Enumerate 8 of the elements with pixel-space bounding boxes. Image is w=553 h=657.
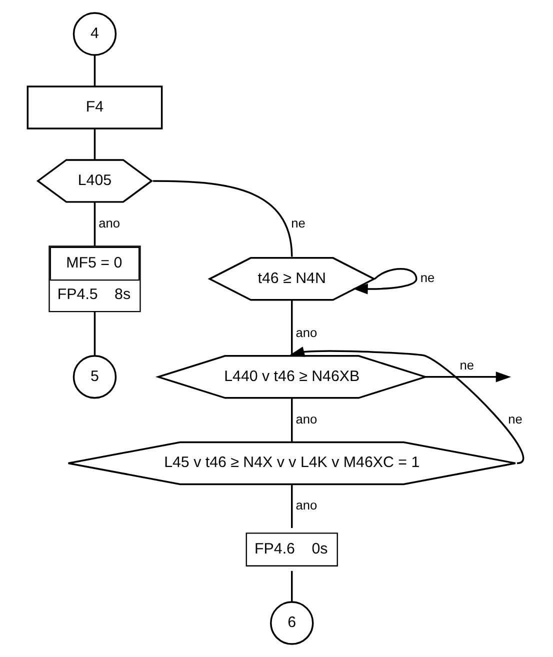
edge-label: ano — [295, 411, 317, 426]
edge-label: ne — [459, 358, 474, 373]
edge-label: ano — [295, 498, 317, 513]
edge-label: ano — [98, 215, 120, 230]
edge-label: ano — [295, 325, 317, 340]
edge-label: ne — [420, 270, 434, 286]
edge-label: ne — [290, 215, 305, 230]
edge-label: ne — [508, 411, 522, 426]
